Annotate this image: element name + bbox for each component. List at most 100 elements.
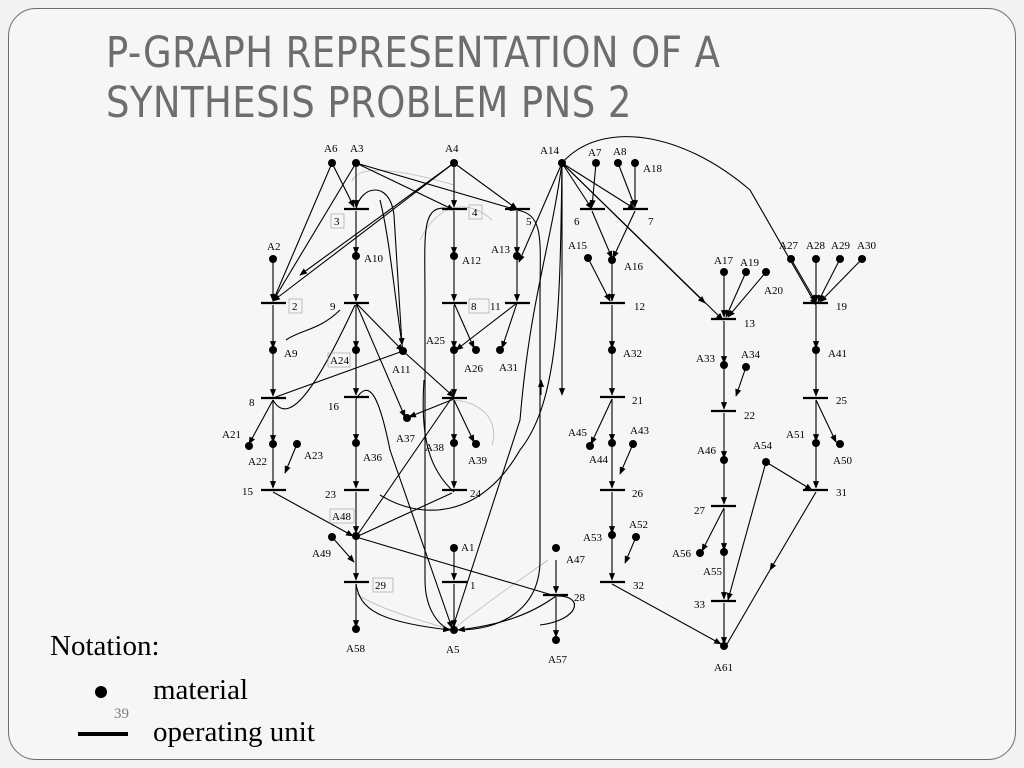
material-a49: [328, 533, 336, 541]
material-a8: [614, 159, 622, 167]
label-a37: A37: [396, 433, 415, 445]
label-unit-5: 5: [526, 216, 532, 228]
material-a5: [450, 626, 458, 634]
label-a28: A28: [806, 240, 825, 252]
material-a55: [720, 548, 728, 556]
label-unit-9: 9: [330, 301, 336, 313]
material-a3: [352, 159, 360, 167]
slide-title: P-GRAPH REPRESENTATION OF A SYNTHESIS PR…: [106, 28, 760, 128]
label-a25: A25: [426, 335, 445, 347]
label-a9: A9: [284, 348, 298, 360]
label-unit-12: 12: [634, 301, 645, 313]
label-a20: A20: [764, 285, 783, 297]
material-a34: [742, 363, 750, 371]
label-a57: A57: [548, 654, 567, 666]
label-a45: A45: [568, 427, 587, 439]
material-a26: [472, 346, 480, 354]
label-a10: A10: [364, 253, 383, 265]
label-a14: A14: [540, 145, 559, 157]
label-a41: A41: [828, 348, 847, 360]
label-a13: A13: [491, 244, 510, 256]
label-unit-7: 7: [648, 216, 654, 228]
label-a52: A52: [629, 519, 648, 531]
label-a29: A29: [831, 240, 850, 252]
material-a1: [450, 544, 458, 552]
label-a55: A55: [703, 566, 722, 578]
label-a47: A47: [566, 554, 585, 566]
label-unit-13: 13: [744, 318, 756, 330]
label-unit-1: 1: [470, 580, 476, 592]
label-a23: A23: [304, 450, 323, 462]
material-a58: [352, 625, 360, 633]
notation-heading: Notation:: [50, 630, 160, 662]
material-a39: [472, 440, 480, 448]
material-a28: [812, 255, 820, 263]
label-a44: A44: [589, 454, 608, 466]
material-a38: [450, 439, 458, 447]
material-a9: [269, 346, 277, 354]
label-a12: A12: [462, 255, 481, 267]
graph-edges: [248, 136, 863, 645]
material-a29: [836, 255, 844, 263]
label-a2: A2: [267, 241, 280, 253]
slide: [8, 8, 1016, 760]
material-a18: [631, 159, 639, 167]
material-a4: [450, 159, 458, 167]
material-a22: [269, 440, 277, 448]
operating-units: [261, 207, 828, 603]
label-a30: A30: [857, 240, 876, 252]
material-labels: A6 A3 A4 A2 A10 A12 A13 A9 A24 A11 A25 A…: [222, 143, 876, 674]
label-a49: A49: [312, 548, 331, 560]
label-a36: A36: [363, 452, 382, 464]
label-unit-4: 4: [472, 207, 478, 219]
label-a38: A38: [425, 442, 444, 454]
label-unit-33: 33: [694, 599, 706, 611]
material-a43: [629, 440, 637, 448]
label-a8: A8: [613, 146, 627, 158]
label-a31: A31: [499, 362, 518, 374]
material-a51: [812, 439, 820, 447]
material-a56: [696, 549, 704, 557]
label-unit-6: 6: [574, 216, 580, 228]
material-a15: [584, 254, 592, 262]
label-unit-21: 21: [632, 395, 643, 407]
label-a19: A19: [740, 257, 759, 269]
label-unit-26: 26: [632, 488, 644, 500]
material-a46: [720, 456, 728, 464]
material-a13: [513, 252, 521, 260]
label-unit-19: 19: [836, 301, 848, 313]
label-unit-3: 3: [334, 216, 340, 228]
material-a61: [720, 642, 728, 650]
material-a52: [632, 533, 640, 541]
material-a45: [586, 442, 594, 450]
label-unit-25: 25: [836, 395, 848, 407]
label-a21: A21: [222, 429, 241, 441]
label-a51: A51: [786, 429, 805, 441]
label-a5: A5: [446, 644, 460, 656]
label-a27: A27: [779, 240, 798, 252]
label-unit-8: 8: [249, 397, 255, 409]
material-a50: [836, 440, 844, 448]
label-a33: A33: [696, 353, 715, 365]
label-unit-2: 2: [292, 301, 298, 313]
material-a24: [352, 346, 360, 354]
label-unit-31: 31: [836, 487, 847, 499]
material-a53: [608, 531, 616, 539]
label-a39: A39: [468, 455, 487, 467]
material-a20: [762, 268, 770, 276]
material-a19: [742, 268, 750, 276]
material-a54: [762, 458, 770, 466]
title-line-1: P-GRAPH REPRESENTATION OF A: [106, 28, 721, 78]
material-a12: [450, 252, 458, 260]
material-a41: [812, 346, 820, 354]
label-a43: A43: [630, 425, 649, 437]
material-a21: [245, 442, 253, 450]
label-a50: A50: [833, 455, 852, 467]
material-a57: [552, 636, 560, 644]
label-unit-29: 29: [375, 580, 387, 592]
title-line-2: SYNTHESIS PROBLEM PNS 2: [106, 78, 632, 128]
label-a7: A7: [588, 147, 602, 159]
material-a23: [293, 440, 301, 448]
unit-labels: 2 8 15 3 9 16 23 29 4 8 24 1 5 11 6 7 12…: [242, 204, 848, 611]
